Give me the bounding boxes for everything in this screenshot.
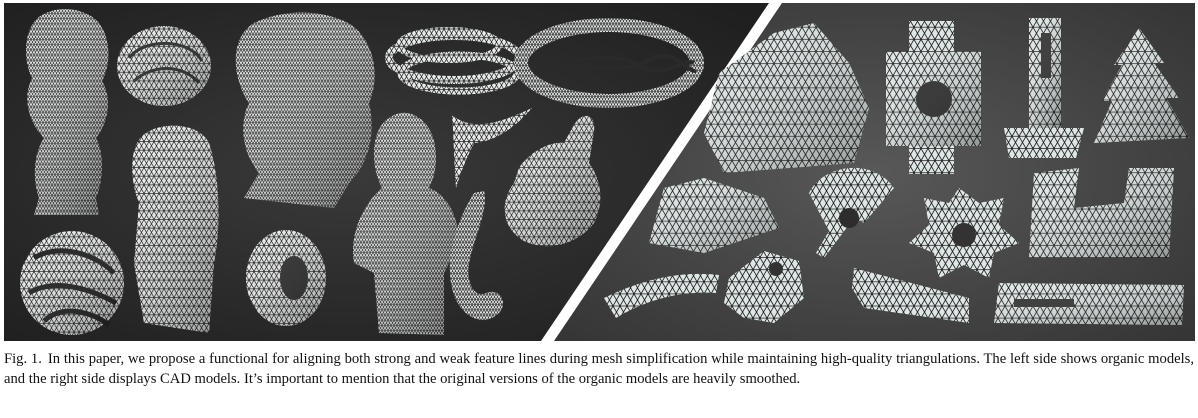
cad-gear-flower-model [909, 188, 1019, 278]
cad-pine-tree-model [1094, 28, 1189, 143]
lattice-bracelet-model [514, 18, 704, 108]
cad-fan-key-model [809, 167, 894, 258]
bust-model-center [353, 112, 459, 335]
cad-long-bar-model [994, 283, 1184, 325]
david-head-model [235, 12, 375, 209]
twisted-sphere-model [20, 231, 124, 335]
cad-cube-with-holes-model [886, 21, 981, 174]
figure-label: Fig. 1. [4, 351, 42, 367]
cad-bent-plate-model [852, 268, 969, 323]
moai-head-model [132, 125, 219, 333]
torus-model [246, 230, 326, 326]
cad-nose-block-model [704, 23, 869, 173]
thin-curved-blade-model [452, 108, 532, 188]
cad-curved-rail-model [604, 273, 719, 318]
cad-clamp-model [724, 251, 804, 323]
cad-tall-bracket-model [1004, 18, 1084, 158]
spiral-shell-model [117, 26, 211, 106]
cad-stepped-block-model [649, 178, 779, 253]
cad-l-block-model [1029, 168, 1174, 258]
teaser-figure [4, 3, 1195, 341]
bunny-model [504, 115, 601, 247]
figure-caption: Fig. 1.In this paper, we propose a funct… [4, 349, 1194, 389]
caption-text: In this paper, we propose a functional f… [4, 351, 1194, 387]
seahorse-curl-model [449, 191, 504, 320]
bust-model-left [26, 9, 109, 215]
